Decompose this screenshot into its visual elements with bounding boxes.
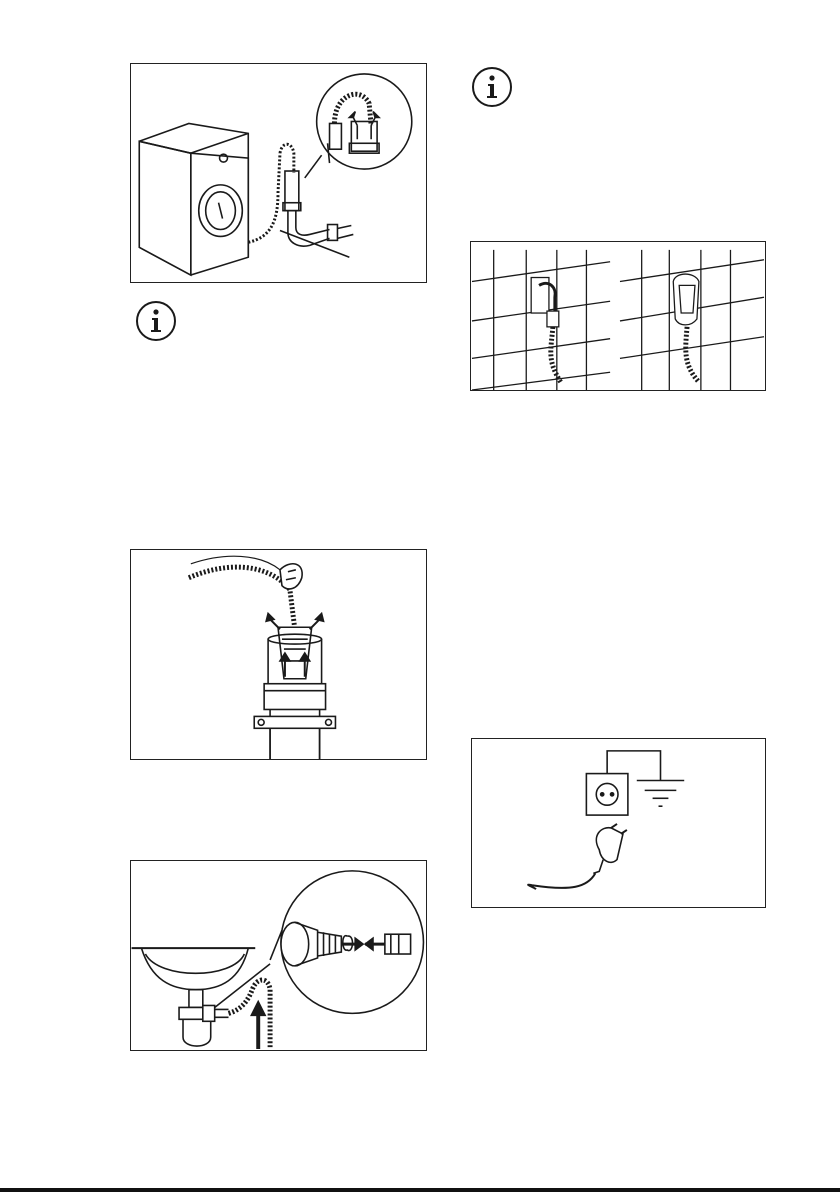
figure-sink-trap-connection: [130, 860, 427, 1051]
info-icon: [133, 298, 179, 344]
figure-washer-drain-hose-standpipe: [130, 63, 427, 283]
figure-hose-into-standpipe: [130, 549, 427, 760]
figure-earthed-socket-plug: [471, 738, 766, 908]
page-bottom-rule: [0, 1188, 840, 1192]
figure-tap-connections: [470, 241, 766, 391]
info-icon: [469, 64, 515, 110]
